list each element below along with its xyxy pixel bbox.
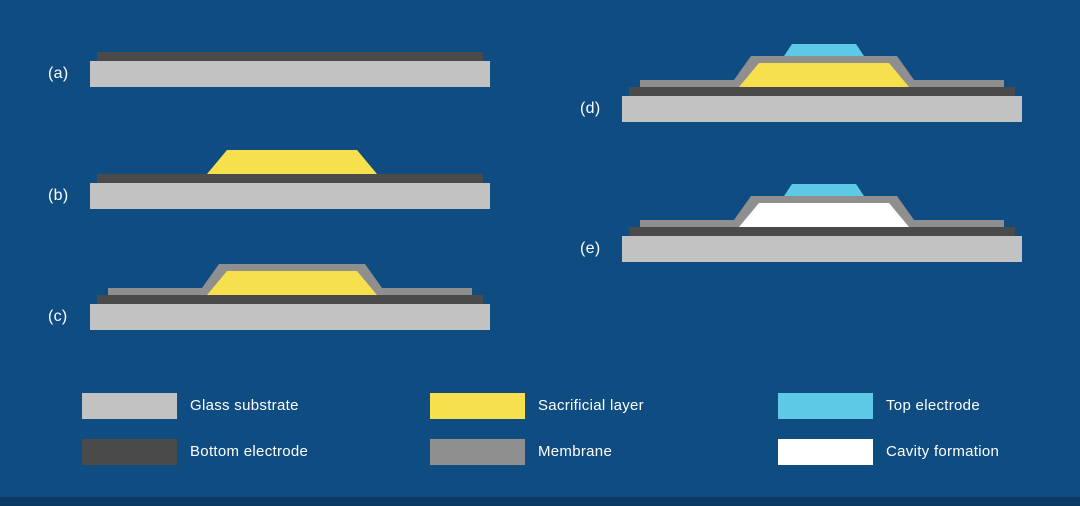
legend-item-cavity-formation: Cavity formation [778, 439, 999, 465]
bottom-electrode-layer [97, 174, 483, 183]
legend-label-sacrificial-layer: Sacrificial layer [538, 397, 644, 414]
panel-label-e: (e) [580, 240, 601, 257]
legend-label-glass-substrate: Glass substrate [190, 397, 299, 414]
panel-a-drawing [90, 52, 490, 87]
top-electrode-layer [784, 184, 864, 196]
legend-item-sacrificial-layer: Sacrificial layer [430, 393, 644, 419]
panel-label-c: (c) [48, 308, 68, 325]
legend-label-membrane: Membrane [538, 443, 613, 460]
legend-swatch-glass-substrate [82, 393, 177, 419]
panel-c: (c) [48, 264, 490, 330]
glass-substrate-layer [90, 61, 490, 87]
panel-c-drawing [90, 264, 490, 330]
sacrificial-layer [739, 63, 909, 87]
panel-label-a: (a) [48, 65, 69, 82]
legend-swatch-sacrificial-layer [430, 393, 525, 419]
panel-d: (d) [580, 44, 1022, 122]
glass-substrate-layer [90, 304, 490, 330]
bottom-electrode-layer [97, 52, 483, 61]
legend-label-cavity-formation: Cavity formation [886, 443, 1000, 460]
sacrificial-layer [207, 150, 377, 174]
panel-e-drawing [622, 184, 1022, 262]
panel-label-b: (b) [48, 187, 69, 204]
sacrificial-layer [207, 271, 377, 295]
panel-d-drawing [622, 44, 1022, 122]
legend-label-bottom-electrode: Bottom electrode [190, 443, 309, 460]
legend-swatch-top-electrode [778, 393, 873, 419]
legend-item-bottom-electrode: Bottom electrode [82, 439, 308, 465]
panel-b: (b) [48, 150, 490, 209]
legend-item-glass-substrate: Glass substrate [82, 393, 299, 419]
legend-swatch-bottom-electrode [82, 439, 177, 465]
cavity-region [739, 203, 909, 227]
glass-substrate-layer [622, 96, 1022, 122]
legend-swatch-membrane [430, 439, 525, 465]
legend-item-membrane: Membrane [430, 439, 612, 465]
bottom-bar [0, 497, 1080, 506]
top-electrode-layer [784, 44, 864, 56]
glass-substrate-layer [90, 183, 490, 209]
legend-item-top-electrode: Top electrode [778, 393, 980, 419]
panel-b-drawing [90, 150, 490, 209]
glass-substrate-layer [622, 236, 1022, 262]
bottom-electrode-layer [629, 227, 1015, 236]
panel-label-d: (d) [580, 100, 601, 117]
panel-e: (e) [580, 184, 1022, 262]
bottom-electrode-layer [97, 295, 483, 304]
legend-swatch-cavity-formation [778, 439, 873, 465]
bottom-electrode-layer [629, 87, 1015, 96]
panel-a: (a) [48, 52, 490, 87]
legend-label-top-electrode: Top electrode [886, 397, 980, 414]
